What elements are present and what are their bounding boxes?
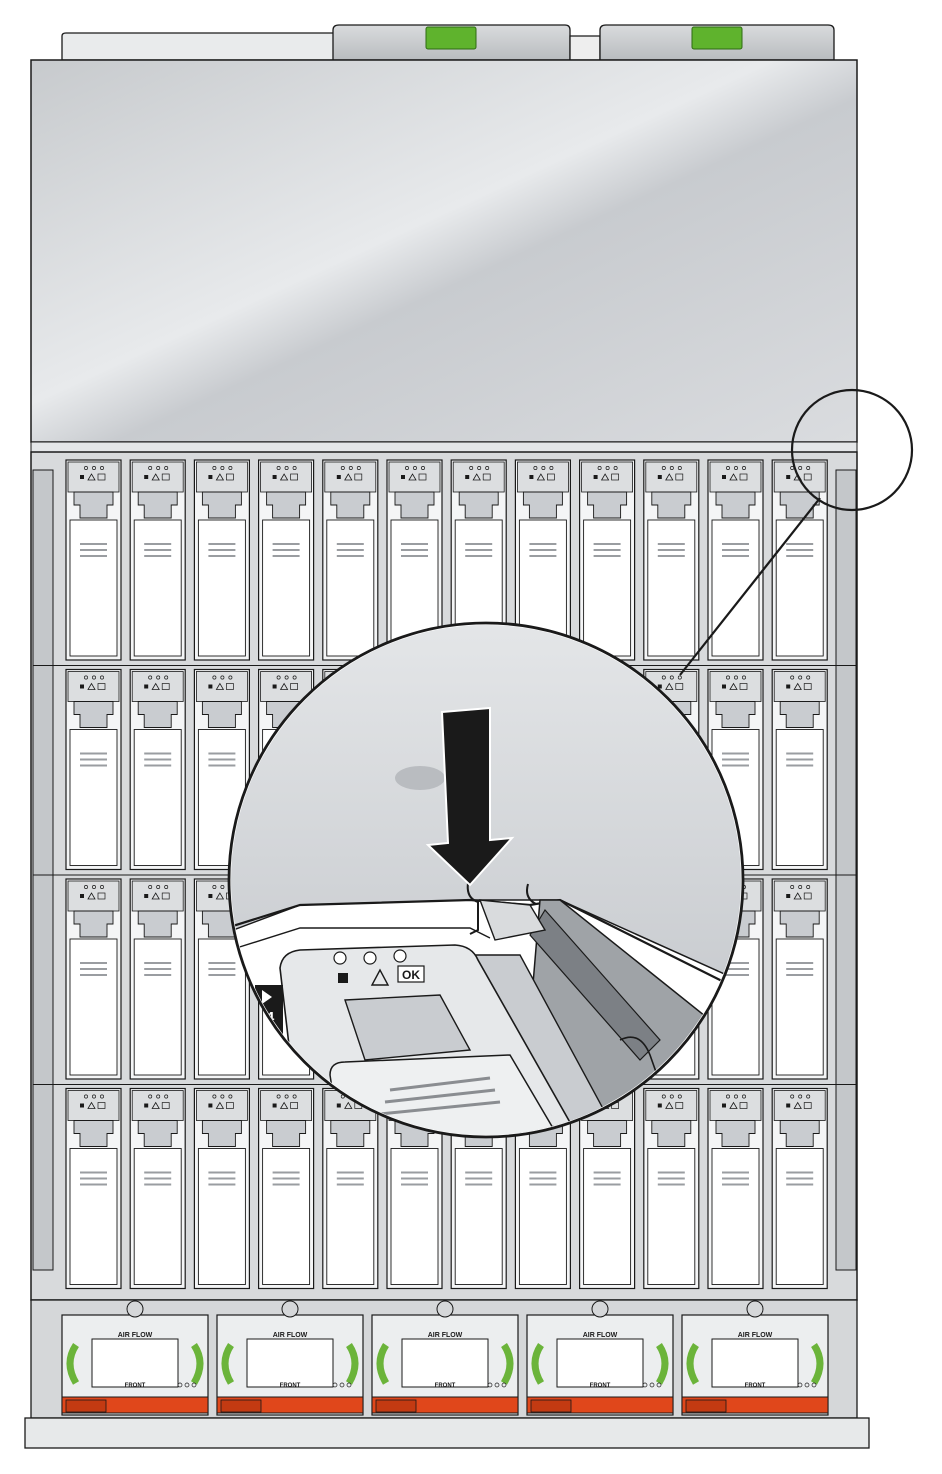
fan-front-label: FRONT (590, 1383, 611, 1389)
drive-carrier[interactable] (643, 1087, 700, 1290)
fan-front-label: FRONT (745, 1383, 766, 1389)
magnified-detail: OK 4 7 (227, 621, 745, 1139)
fan-module[interactable]: AIR FLOW FRONT (216, 1314, 364, 1416)
drive-carrier[interactable] (65, 668, 122, 871)
drive-carrier[interactable] (193, 878, 250, 1080)
drive-carrier[interactable] (386, 459, 443, 661)
drive-carrier[interactable] (771, 459, 828, 661)
fan-front-label: FRONT (435, 1383, 456, 1389)
drive-carrier[interactable] (65, 1087, 122, 1290)
drive-carrier[interactable] (643, 459, 700, 661)
fan-module[interactable]: AIR FLOW FRONT (61, 1314, 209, 1416)
drive-carrier[interactable] (193, 1087, 250, 1290)
drive-carrier[interactable] (707, 1087, 764, 1290)
drive-carrier[interactable] (771, 1087, 828, 1290)
down-arrow-icon (425, 706, 515, 887)
drive-carrier[interactable] (65, 878, 122, 1080)
chassis-base (24, 1417, 870, 1449)
drive-carrier[interactable] (129, 1087, 186, 1290)
fan-airflow-label: AIR FLOW (738, 1332, 773, 1339)
green-latch-right (691, 26, 743, 50)
fan-module[interactable]: AIR FLOW FRONT (371, 1314, 519, 1416)
drive-carrier[interactable] (129, 668, 186, 871)
fan-airflow-label: AIR FLOW (118, 1332, 153, 1339)
fan-front-label: FRONT (125, 1383, 146, 1389)
drive-carrier[interactable] (129, 878, 186, 1080)
drive-carrier[interactable] (771, 878, 828, 1080)
callout-indicator (679, 388, 914, 676)
drive-carrier[interactable] (578, 1087, 636, 1290)
drive-carrier[interactable] (258, 1087, 315, 1290)
top-cover (30, 59, 858, 453)
drive-carrier[interactable] (771, 668, 828, 871)
drive-carrier[interactable] (322, 1087, 379, 1290)
top-tabs (61, 24, 835, 61)
drive-carrier[interactable] (322, 459, 379, 661)
fan-front-label: FRONT (280, 1383, 301, 1389)
ok-label: OK (402, 968, 420, 982)
drive-carrier[interactable] (65, 459, 122, 661)
drive-carrier[interactable] (258, 459, 315, 661)
fan-module[interactable]: AIR FLOW FRONT (681, 1314, 829, 1416)
green-latch-left (425, 26, 477, 50)
fan-module[interactable]: AIR FLOW FRONT (526, 1314, 674, 1416)
drive-carrier[interactable] (193, 459, 250, 661)
drive-carrier[interactable] (129, 459, 186, 661)
fan-airflow-label: AIR FLOW (583, 1332, 618, 1339)
ok-label-box (397, 965, 425, 983)
fan-airflow-label: AIR FLOW (273, 1332, 308, 1339)
fan-airflow-label: AIR FLOW (428, 1332, 463, 1339)
drive-carrier[interactable] (578, 459, 636, 661)
